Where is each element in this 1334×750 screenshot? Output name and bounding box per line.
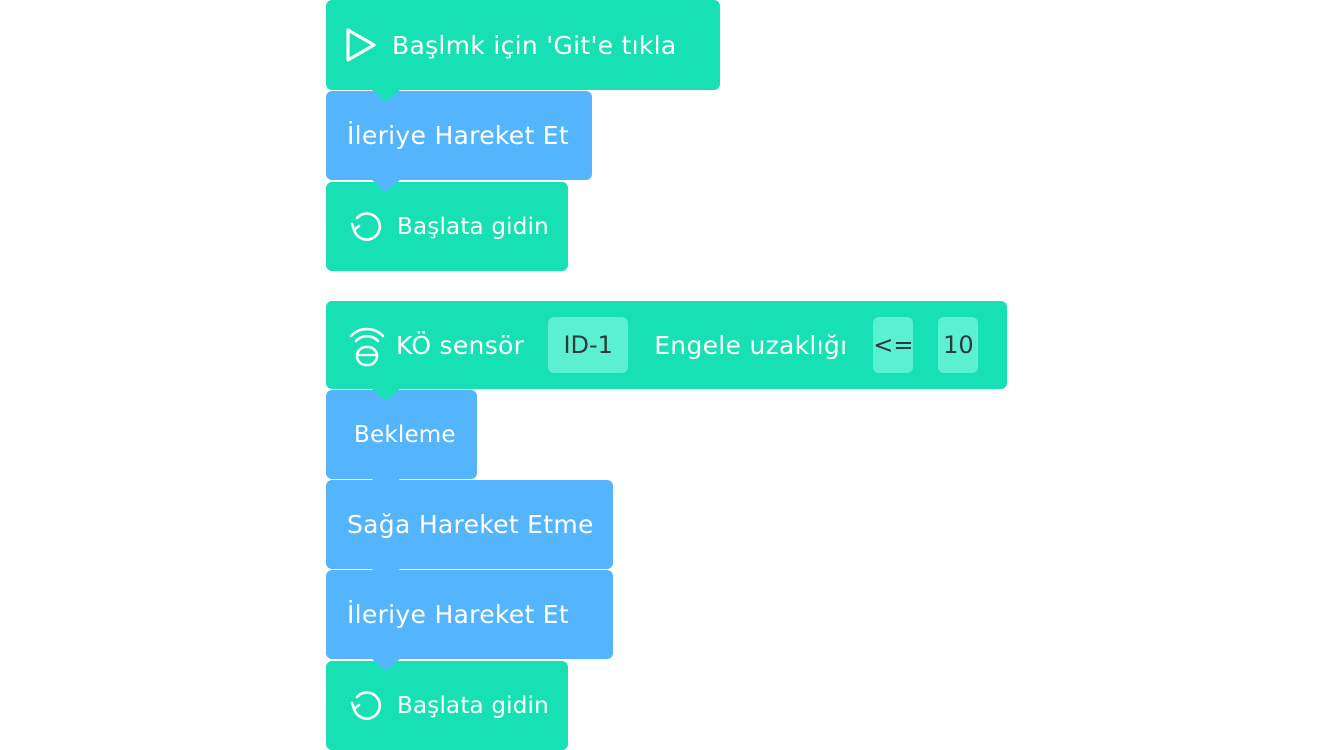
turn-right-block[interactable]: Sağa Hareket Etme [326, 480, 613, 581]
restart-label: Başlata gidin [397, 213, 549, 240]
start-block[interactable]: Başlmk için 'Git'e tıkla [326, 0, 720, 102]
play-icon [344, 28, 378, 62]
move-forward-block[interactable]: İleriye Hareket Et [326, 91, 592, 192]
restart-icon [348, 209, 384, 245]
turn-right-label: Sağa Hareket Etme [347, 510, 594, 539]
operator-field[interactable]: <= [873, 317, 913, 373]
restart-icon [348, 688, 384, 724]
wait-label: Bekleme [354, 421, 456, 448]
wait-block[interactable]: Bekleme [326, 390, 477, 491]
move-forward-label-2: İleriye Hareket Et [347, 600, 569, 629]
restart-block-2[interactable]: Başlata gidin [326, 661, 568, 750]
threshold-field[interactable]: 10 [938, 317, 979, 373]
move-forward-label: İleriye Hareket Et [347, 121, 569, 150]
distance-label: Engele uzaklığı [654, 330, 848, 360]
start-block-label: Başlmk için 'Git'e tıkla [392, 30, 677, 60]
sensor-condition-block[interactable]: KÖ sensör ID-1 Engele uzaklığı <= 10 [326, 301, 1007, 401]
wireless-sensor-icon [348, 323, 386, 367]
sensor-id-field[interactable]: ID-1 [548, 317, 629, 373]
restart-block[interactable]: Başlata gidin [326, 182, 568, 271]
sensor-label: KÖ sensör [396, 330, 525, 360]
restart-label-2: Başlata gidin [397, 692, 549, 719]
move-forward-block-2[interactable]: İleriye Hareket Et [326, 570, 613, 671]
